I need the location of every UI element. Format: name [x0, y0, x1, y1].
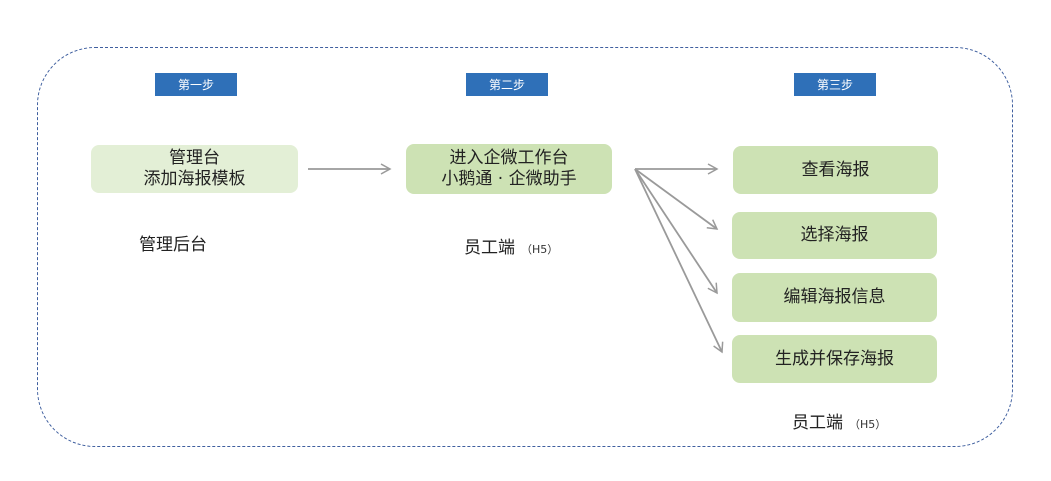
admin-box-line1: 管理台 — [169, 148, 220, 168]
step-2-label: 第二步 — [466, 73, 548, 96]
right-caption-main: 员工端 — [792, 413, 843, 433]
workbench-box: 进入企微工作台 小鹅通 · 企微助手 — [406, 144, 612, 194]
admin-box-line2: 添加海报模板 — [143, 169, 246, 189]
workbench-box-line1: 进入企微工作台 — [449, 148, 569, 168]
action-box-select: 选择海报 — [732, 212, 937, 259]
arrow-to-select — [634, 168, 719, 230]
admin-caption: 管理后台 — [139, 235, 207, 255]
right-caption-sub: （H5） — [849, 418, 887, 431]
action-box-view: 查看海报 — [733, 146, 938, 194]
step-1-label: 第一步 — [155, 73, 237, 96]
right-caption: 员工端 （H5） — [792, 408, 886, 433]
workbench-box-line2: 小鹅通 · 企微助手 — [441, 169, 577, 189]
admin-box: 管理台 添加海报模板 — [91, 145, 298, 193]
action-box-edit: 编辑海报信息 — [732, 273, 937, 322]
workbench-caption-sub: （H5） — [521, 243, 559, 256]
action-box-generate: 生成并保存海报 — [732, 335, 937, 383]
workbench-caption: 员工端 （H5） — [464, 233, 558, 258]
arrow-to-generate — [634, 168, 724, 354]
dashed-frame — [37, 47, 1013, 447]
arrow-to-edit — [634, 168, 718, 295]
workbench-caption-main: 员工端 — [464, 238, 515, 258]
step-3-label: 第三步 — [794, 73, 876, 96]
